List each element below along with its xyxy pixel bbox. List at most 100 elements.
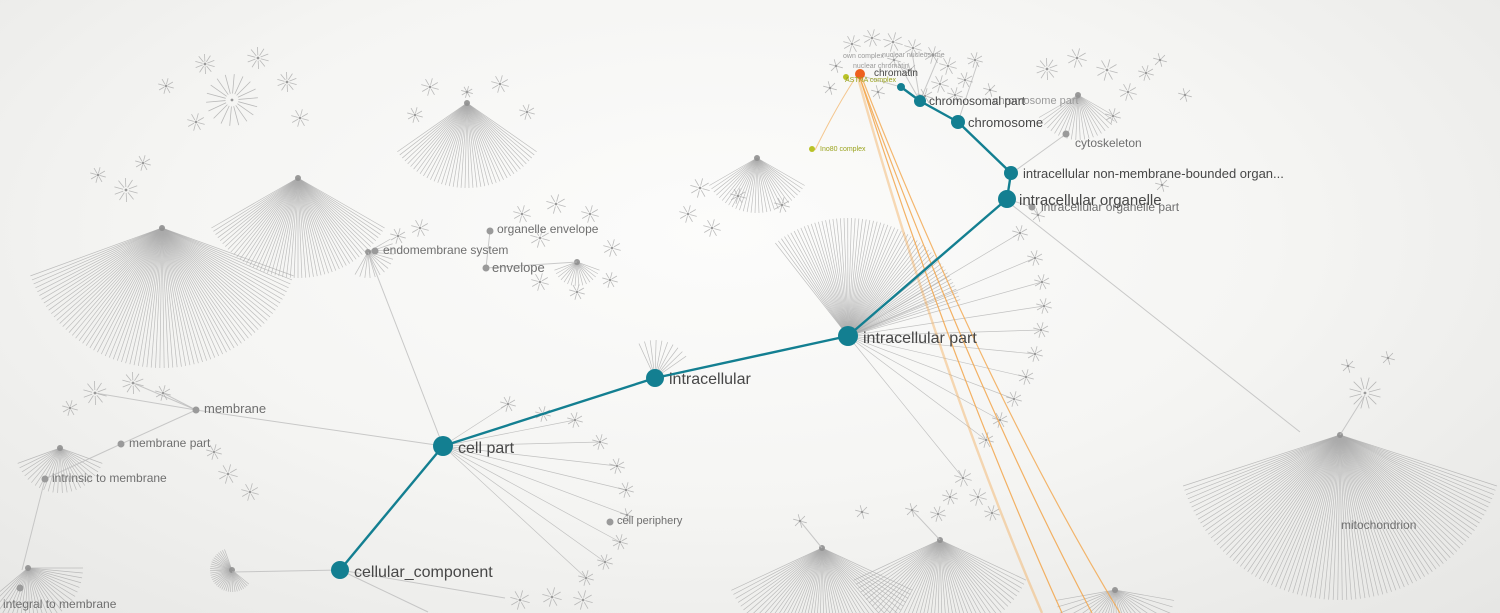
leaf-node[interactable] (948, 495, 952, 499)
highlight-node[interactable] (897, 83, 905, 91)
leaf-node[interactable] (686, 212, 690, 216)
leaf-node[interactable] (990, 511, 994, 515)
leaf-node[interactable] (1040, 280, 1044, 284)
leaf-node[interactable] (581, 598, 585, 602)
gray-term-node[interactable] (1062, 130, 1070, 138)
cluster-apex-node[interactable] (754, 155, 760, 161)
gray-term-node[interactable] (16, 584, 24, 592)
leaf-node[interactable] (603, 560, 607, 564)
ino80-complex-node[interactable] (809, 146, 815, 152)
leaf-node[interactable] (908, 68, 912, 72)
leaf-node[interactable] (698, 186, 702, 190)
leaf-node[interactable] (194, 120, 198, 124)
leaf-node[interactable] (164, 84, 168, 88)
leaf-node[interactable] (161, 391, 165, 395)
leaf-node[interactable] (575, 290, 579, 294)
leaf-node[interactable] (525, 110, 529, 114)
leaf-node[interactable] (828, 86, 832, 90)
leaf-node[interactable] (506, 402, 510, 406)
leaf-node[interactable] (285, 80, 289, 84)
leaf-node[interactable] (1111, 114, 1115, 118)
leaf-node[interactable] (710, 226, 714, 230)
leaf-node[interactable] (973, 58, 977, 62)
leaf-node[interactable] (876, 90, 880, 94)
leaf-node[interactable] (946, 64, 950, 68)
leaf-node[interactable] (1126, 90, 1130, 94)
leaf-node[interactable] (256, 56, 260, 60)
leaf-node[interactable] (396, 234, 400, 238)
leaf-node[interactable] (520, 212, 524, 216)
leaf-node[interactable] (1039, 328, 1043, 332)
leaf-node[interactable] (870, 36, 874, 40)
leaf-node[interactable] (1105, 68, 1109, 72)
cluster-apex-node[interactable] (464, 100, 470, 106)
leaf-node[interactable] (961, 476, 965, 480)
leaf-node[interactable] (550, 595, 554, 599)
leaf-node[interactable] (860, 510, 864, 514)
leaf-node[interactable] (963, 78, 967, 82)
leaf-node[interactable] (780, 203, 784, 207)
leaf-node[interactable] (910, 508, 914, 512)
leaf-node[interactable] (1024, 375, 1028, 379)
leaf-node[interactable] (798, 519, 802, 523)
leaf-node[interactable] (625, 513, 629, 517)
cluster-apex-node[interactable] (1112, 587, 1118, 593)
leaf-node[interactable] (518, 598, 522, 602)
leaf-node[interactable] (428, 85, 432, 89)
leaf-node[interactable] (850, 42, 854, 46)
highlight-node[interactable] (646, 369, 664, 387)
leaf-node[interactable] (1386, 356, 1390, 360)
leaf-node[interactable] (141, 161, 145, 165)
gray-term-node[interactable] (1028, 203, 1036, 211)
gray-term-node[interactable] (606, 518, 614, 526)
gray-term-node[interactable] (371, 247, 379, 255)
leaf-node[interactable] (953, 93, 957, 97)
leaf-node[interactable] (1346, 364, 1350, 368)
leaf-node[interactable] (124, 188, 128, 192)
cluster-apex-node[interactable] (25, 565, 31, 571)
leaf-node[interactable] (588, 212, 592, 216)
leaf-node[interactable] (988, 88, 992, 92)
leaf-node[interactable] (624, 488, 628, 492)
leaf-node[interactable] (923, 94, 927, 98)
leaf-node[interactable] (834, 64, 838, 68)
leaf-node[interactable] (68, 406, 72, 410)
leaf-node[interactable] (538, 236, 542, 240)
leaf-node[interactable] (931, 53, 935, 57)
leaf-node[interactable] (226, 472, 230, 476)
leaf-node[interactable] (736, 194, 740, 198)
leaf-node[interactable] (1012, 397, 1016, 401)
leaf-node[interactable] (230, 98, 234, 102)
leaf-node[interactable] (465, 90, 469, 94)
leaf-node[interactable] (131, 381, 135, 385)
leaf-node[interactable] (248, 490, 252, 494)
leaf-node[interactable] (610, 246, 614, 250)
leaf-node[interactable] (936, 512, 940, 516)
leaf-node[interactable] (1158, 58, 1162, 62)
leaf-node[interactable] (573, 418, 577, 422)
leaf-node[interactable] (584, 576, 588, 580)
gray-term-node[interactable] (486, 227, 494, 235)
highlight-node[interactable] (998, 190, 1016, 208)
gray-term-node[interactable] (117, 440, 125, 448)
leaf-node[interactable] (203, 62, 207, 66)
leaf-node[interactable] (891, 40, 895, 44)
leaf-node[interactable] (911, 46, 915, 50)
leaf-node[interactable] (1363, 391, 1367, 395)
leaf-node[interactable] (554, 202, 558, 206)
gray-term-node[interactable] (192, 406, 200, 414)
leaf-node[interactable] (498, 82, 502, 86)
leaf-node[interactable] (1075, 56, 1079, 60)
nucleosome-node[interactable] (855, 69, 865, 79)
leaf-node[interactable] (298, 116, 302, 120)
leaf-node[interactable] (418, 226, 422, 230)
leaf-node[interactable] (1144, 71, 1148, 75)
cluster-apex-node[interactable] (1075, 92, 1081, 98)
leaf-node[interactable] (1042, 304, 1046, 308)
astra-complex-node[interactable] (843, 74, 849, 80)
leaf-node[interactable] (1018, 231, 1022, 235)
leaf-node[interactable] (598, 440, 602, 444)
leaf-node[interactable] (96, 173, 100, 177)
leaf-node[interactable] (1045, 67, 1049, 71)
